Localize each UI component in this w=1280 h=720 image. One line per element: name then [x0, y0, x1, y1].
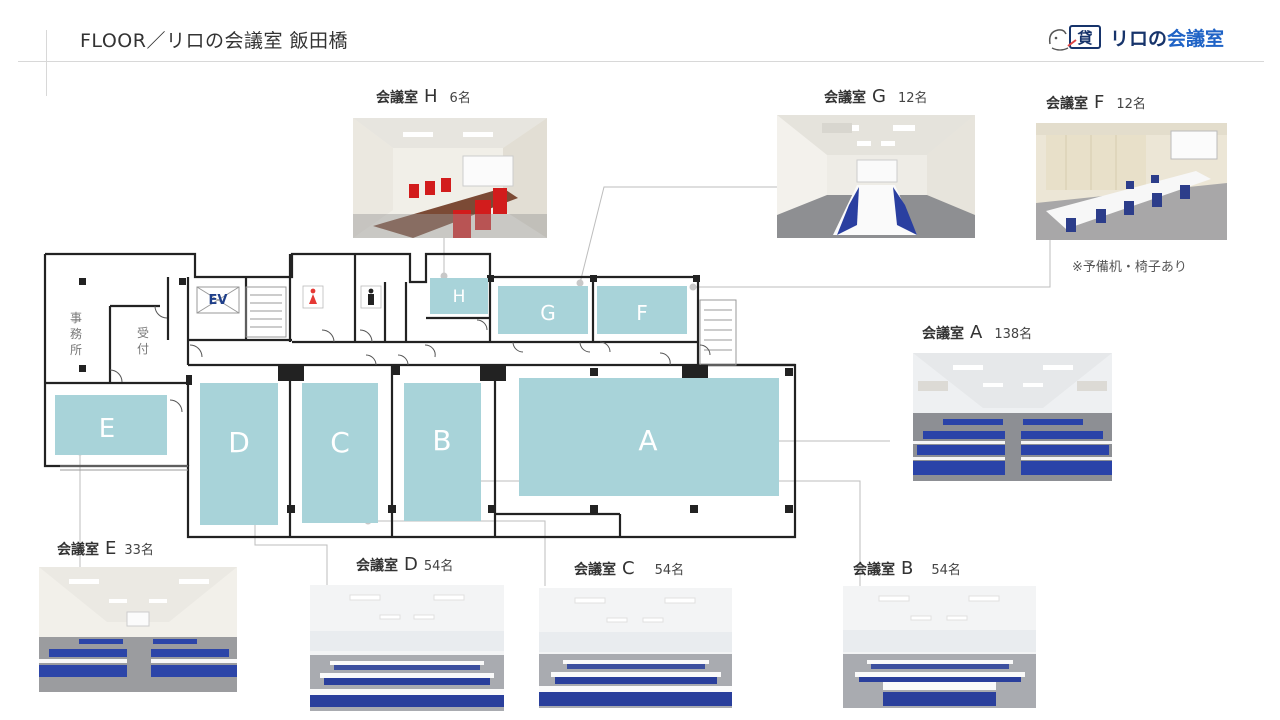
- room-h-photo[interactable]: [353, 118, 547, 238]
- header-vertical-rule: [46, 30, 47, 96]
- brand-logo[interactable]: 貸 リロの会議室: [1046, 22, 1224, 52]
- room-d-photo[interactable]: [310, 585, 504, 711]
- room-g-block[interactable]: [498, 286, 588, 334]
- logo-badge: 貸: [1077, 29, 1092, 47]
- room-f-note: ※予備机・椅子あり: [1072, 260, 1187, 275]
- logo-text-highlight: 会議室: [1167, 27, 1225, 50]
- office-label-3: 所: [70, 343, 82, 357]
- room-c-photo[interactable]: [539, 588, 732, 708]
- room-b-photo[interactable]: [843, 586, 1036, 708]
- room-g-letter: G: [540, 301, 556, 325]
- room-f-photo[interactable]: [1036, 123, 1227, 240]
- page-title: FLOOR／リロの会議室 飯田橋: [80, 30, 348, 52]
- female-restroom-icon: [302, 285, 324, 309]
- room-b-letter: B: [432, 424, 451, 457]
- room-e-letter: E: [99, 414, 115, 444]
- room-a-block[interactable]: [519, 378, 779, 496]
- reception-label-1: 受: [137, 326, 149, 340]
- room-d-letter: D: [228, 426, 250, 459]
- room-a-letter: A: [638, 424, 657, 457]
- room-c-letter: C: [330, 426, 350, 459]
- room-h-block[interactable]: [430, 278, 488, 314]
- room-f-letter: F: [636, 301, 648, 325]
- male-restroom-icon: [360, 285, 382, 309]
- room-c-block[interactable]: [302, 383, 378, 523]
- room-g-photo[interactable]: [777, 115, 975, 238]
- office-label-1: 事: [70, 311, 82, 325]
- logo-mascot-icon: 貸: [1046, 22, 1108, 52]
- room-e-block[interactable]: [55, 395, 167, 455]
- room-d-block[interactable]: [200, 383, 278, 525]
- room-f-block[interactable]: [597, 286, 687, 334]
- header-divider: [18, 61, 1264, 62]
- room-a-photo[interactable]: [913, 353, 1112, 481]
- office-label-2: 務: [70, 327, 82, 341]
- room-h-letter: H: [453, 287, 466, 307]
- reception-label-2: 付: [137, 342, 149, 356]
- elevator-label: EV: [209, 293, 228, 308]
- room-b-block[interactable]: [404, 383, 481, 521]
- logo-text-prefix: リロの: [1110, 27, 1168, 50]
- logo-text: リロの会議室: [1110, 24, 1224, 51]
- room-e-photo[interactable]: [39, 567, 237, 692]
